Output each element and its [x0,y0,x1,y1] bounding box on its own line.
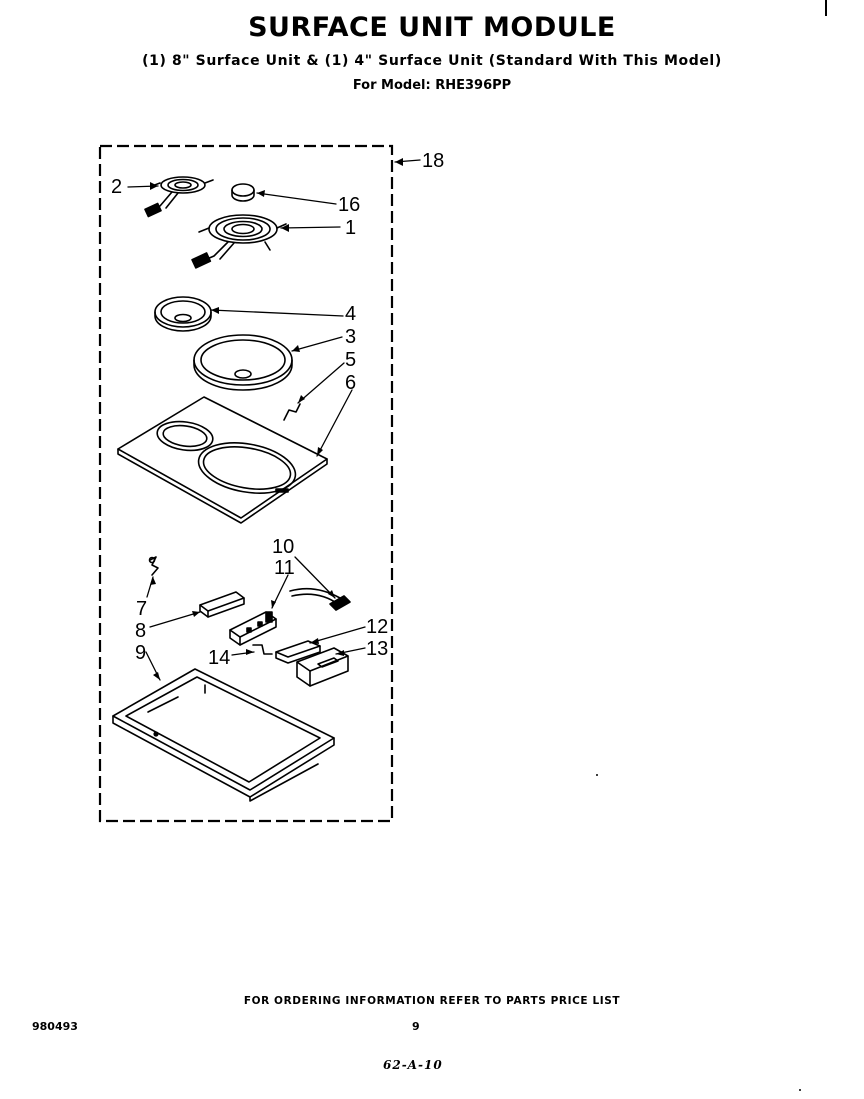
part-3-large-drip-bowl [193,334,293,391]
callout-11: 11 [274,557,295,579]
part-6-cooktop-panel [117,396,328,524]
callout-8: 8 [135,620,146,642]
callout-14: 14 [208,647,230,669]
part-7-screw [148,556,159,576]
part-8-bracket [199,591,245,618]
part-1-large-surface-unit [191,214,287,269]
callout-2: 2 [111,176,122,198]
model-label: For Model: RHE396PP [352,78,512,93]
callout-6: 6 [345,372,356,394]
callout-3: 3 [345,326,356,348]
callout-7: 7 [136,598,147,620]
page-number: 9 [412,1020,420,1033]
speck [596,774,598,776]
callout-10: 10 [272,536,294,558]
callout-16: 16 [338,194,360,216]
document-code: 980493 [32,1020,78,1033]
speck [799,1089,801,1091]
part-12-insulator [275,640,321,664]
part-9-module-box [112,668,335,802]
callout-1: 1 [345,217,356,239]
page-subtitle: (1) 8" Surface Unit & (1) 4" Surface Uni… [142,53,722,69]
part-16-cap [231,183,255,202]
part-14-connector [252,644,273,655]
callout-13: 13 [366,638,388,660]
callout-4: 4 [345,303,356,325]
callout-18: 18 [422,150,444,172]
module-boundary [98,144,394,823]
leader-arrowheads [150,158,403,680]
part-4-small-drip-bowl [154,296,212,332]
part-11-terminal-block [229,611,277,646]
ordering-note: FOR ORDERING INFORMATION REFER TO PARTS … [243,995,621,1007]
part-2-small-surface-unit [144,176,214,218]
callout-9: 9 [135,642,146,664]
page-title: SURFACE UNIT MODULE [248,12,616,43]
callout-5: 5 [345,349,356,371]
part-5-clip [283,403,301,421]
part-10-wire-harness [289,587,351,611]
callout-12: 12 [366,616,388,638]
part-13-mounting-bracket [296,647,349,687]
handwritten-mark: 62-A-10 [383,1058,443,1072]
